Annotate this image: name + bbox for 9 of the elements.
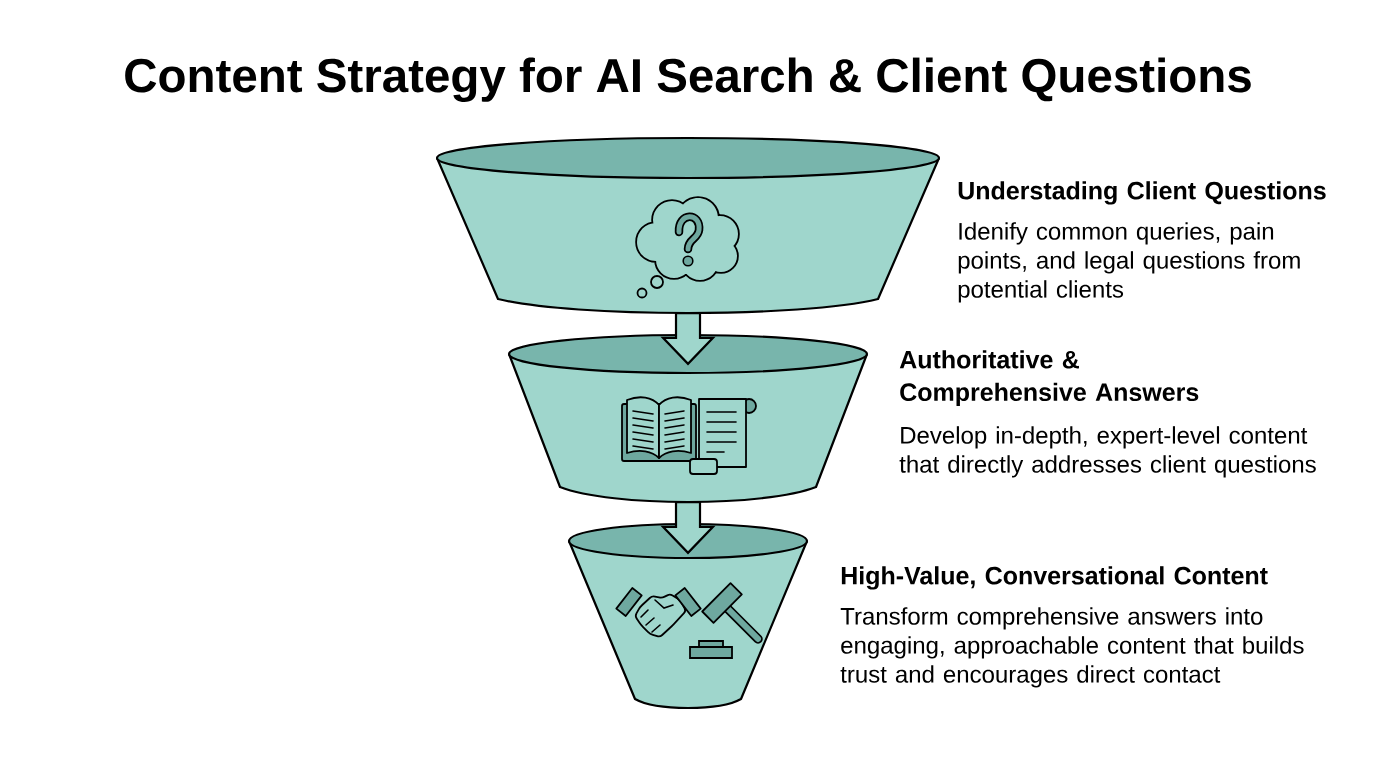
arrow [660,312,716,366]
stage-description: Develop in-depth, expert-level content that directly addresses client questions [899,426,1316,478]
stage-heading: Understading Client Questions [958,181,1326,205]
stage-description: Idenify common queries, pain points, and legal questions from potential clients [958,222,1300,303]
stage-heading: Authoritative & Comprehensive Answers [899,350,1199,406]
title: Content Strategy for AI Search & Client Questions [125,57,1251,103]
stage-heading: High-Value, Conversational Content [841,566,1268,590]
stage-description: Transform comprehensive answers into engaging, approachable content that builds trust and encourages direct contact [840,607,1304,688]
arrow [660,501,716,555]
